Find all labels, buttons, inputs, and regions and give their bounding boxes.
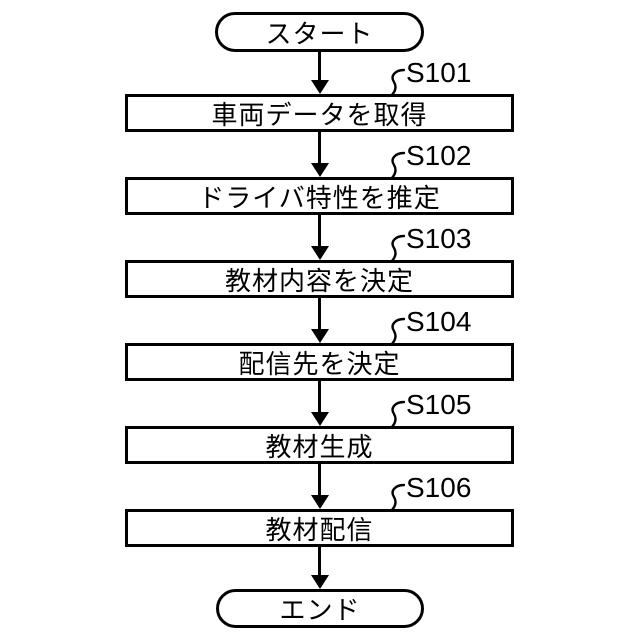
flow-arrow [311, 547, 329, 589]
flow-arrow [311, 52, 329, 94]
end-terminal-label: エンド [279, 595, 361, 625]
process-box-s101: 車両データを取得 [125, 94, 514, 132]
flow-arrow [311, 298, 329, 343]
process-box-label: 車両データを取得 [211, 99, 428, 130]
arrow-shaft [318, 381, 321, 416]
flow-arrow [311, 132, 329, 177]
arrow-shaft [318, 464, 321, 499]
arrow-shaft [318, 52, 321, 84]
arrowhead-icon [311, 495, 329, 509]
process-box-s106: 教材配信 [125, 509, 514, 547]
leader-squiggle-icon [389, 234, 405, 264]
end-terminal: エンド [216, 589, 424, 628]
process-box-s104: 配信先を決定 [125, 343, 514, 381]
process-box-label: ドライバ特性を推定 [198, 182, 441, 213]
arrowhead-icon [311, 575, 329, 589]
process-box-s103: 教材内容を決定 [125, 260, 514, 298]
arrowhead-icon [311, 246, 329, 260]
arrow-shaft [318, 547, 321, 579]
step-label-s106: S106 [389, 474, 471, 513]
leader-squiggle-icon [389, 483, 405, 513]
step-id: S105 [406, 389, 472, 420]
arrowhead-icon [311, 163, 329, 177]
process-box-label: 配信先を決定 [238, 348, 401, 379]
arrow-shaft [318, 215, 321, 250]
flow-arrow [311, 215, 329, 260]
process-box-label: 教材内容を決定 [224, 265, 414, 296]
step-id: S104 [406, 306, 472, 337]
step-label-s104: S104 [389, 308, 471, 347]
arrowhead-icon [311, 329, 329, 343]
leader-squiggle-icon [389, 68, 405, 98]
step-id: S106 [406, 472, 472, 503]
step-id: S101 [406, 57, 472, 88]
step-label-s105: S105 [389, 391, 471, 430]
process-box-label: 教材生成 [265, 431, 374, 462]
leader-squiggle-icon [389, 400, 405, 430]
flow-arrow [311, 464, 329, 509]
arrowhead-icon [311, 412, 329, 426]
process-box-s102: ドライバ特性を推定 [125, 177, 514, 215]
start-terminal-label: スタート [265, 18, 374, 49]
arrow-shaft [318, 298, 321, 333]
process-box-label: 教材配信 [265, 514, 374, 545]
leader-squiggle-icon [389, 317, 405, 347]
step-label-s102: S102 [389, 142, 471, 181]
step-label-s103: S103 [389, 225, 471, 264]
arrow-shaft [318, 132, 321, 167]
step-id: S103 [406, 223, 472, 254]
process-box-s105: 教材生成 [125, 426, 514, 464]
flow-arrow [311, 381, 329, 426]
step-label-s101: S101 [389, 59, 471, 98]
leader-squiggle-icon [389, 151, 405, 181]
step-id: S102 [406, 140, 472, 171]
start-terminal: スタート [215, 12, 424, 52]
arrowhead-icon [311, 80, 329, 94]
